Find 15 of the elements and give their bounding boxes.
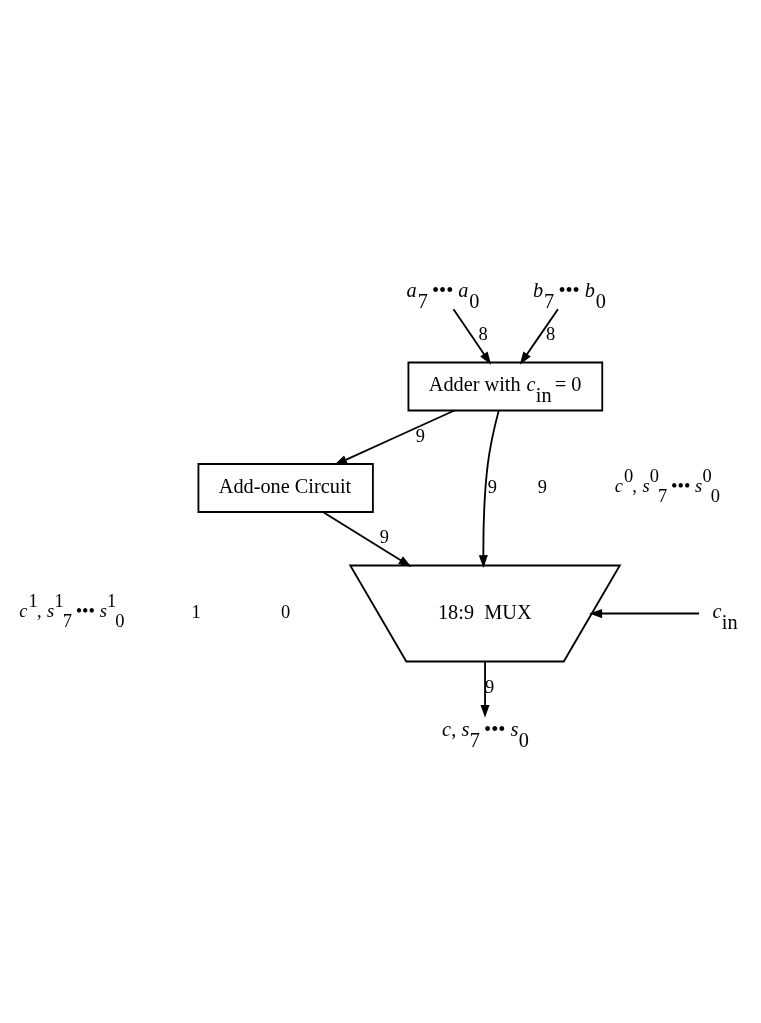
arrow: [322, 510, 412, 567]
arrow: [519, 307, 559, 365]
edge-label: 8: [545, 323, 556, 344]
node-box: Add-one Circuit: [197, 462, 374, 513]
label: 1: [191, 601, 201, 622]
arrow: [478, 409, 500, 568]
label: 9: [537, 476, 547, 497]
edge-label: 9: [415, 425, 426, 446]
edge-label: 9: [379, 526, 390, 547]
arrow: [452, 307, 492, 365]
label: 0: [281, 601, 291, 622]
arrow: [334, 409, 456, 465]
arrow: [589, 608, 700, 618]
edge-label: 9: [487, 476, 498, 497]
edge-label: 8: [478, 323, 488, 344]
